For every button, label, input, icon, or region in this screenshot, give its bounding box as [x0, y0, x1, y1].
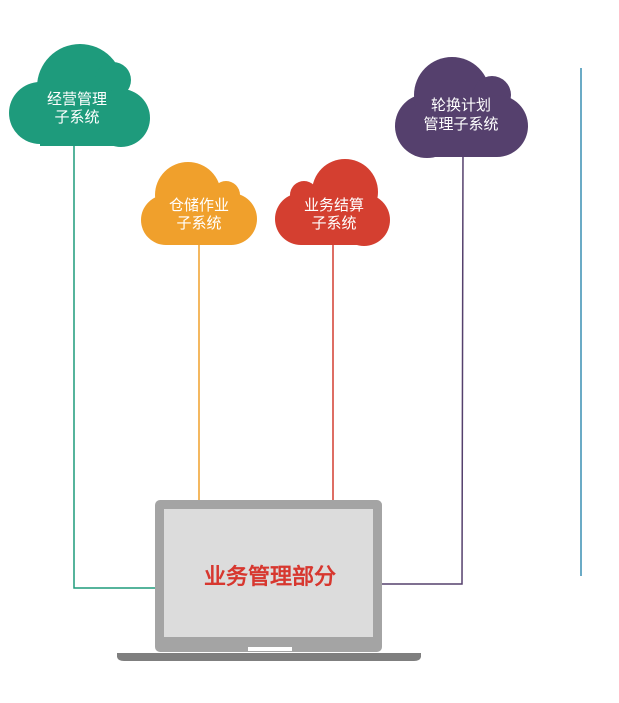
laptop-label: 业务管理部分 [204, 564, 336, 590]
cloud-settlement-line2: 子系统 [311, 214, 356, 232]
cloud-warehouse-line1: 仓储作业 [169, 196, 229, 214]
cloud-rotation-line1: 轮换计划 [431, 96, 491, 114]
laptop-screen [164, 509, 373, 637]
cloud-rotation[interactable]: 轮换计划 管理子系统 [395, 57, 528, 158]
cloud-management[interactable]: 经营管理 子系统 [9, 44, 150, 147]
cloud-warehouse[interactable]: 仓储作业 子系统 [141, 162, 257, 245]
connector-management [73, 140, 160, 589]
cloud-settlement[interactable]: 业务结算 子系统 [275, 159, 390, 246]
connector-rotation [380, 149, 464, 585]
cloud-shape-icon [141, 162, 257, 245]
cloud-warehouse-line2: 子系统 [176, 214, 221, 232]
laptop[interactable]: 业务管理部分 [117, 500, 421, 661]
laptop-trackpad-notch [248, 647, 292, 651]
cloud-shape-icon [9, 44, 150, 147]
laptop-base [117, 653, 421, 661]
cloud-rotation-line2: 管理子系统 [423, 115, 498, 133]
cloud-shape-icon [275, 159, 390, 246]
cloud-settlement-line1: 业务结算 [304, 196, 364, 214]
cloud-shape-icon [395, 57, 528, 158]
cloud-management-line2: 子系统 [54, 108, 99, 126]
cloud-management-line1: 经营管理 [47, 90, 107, 108]
